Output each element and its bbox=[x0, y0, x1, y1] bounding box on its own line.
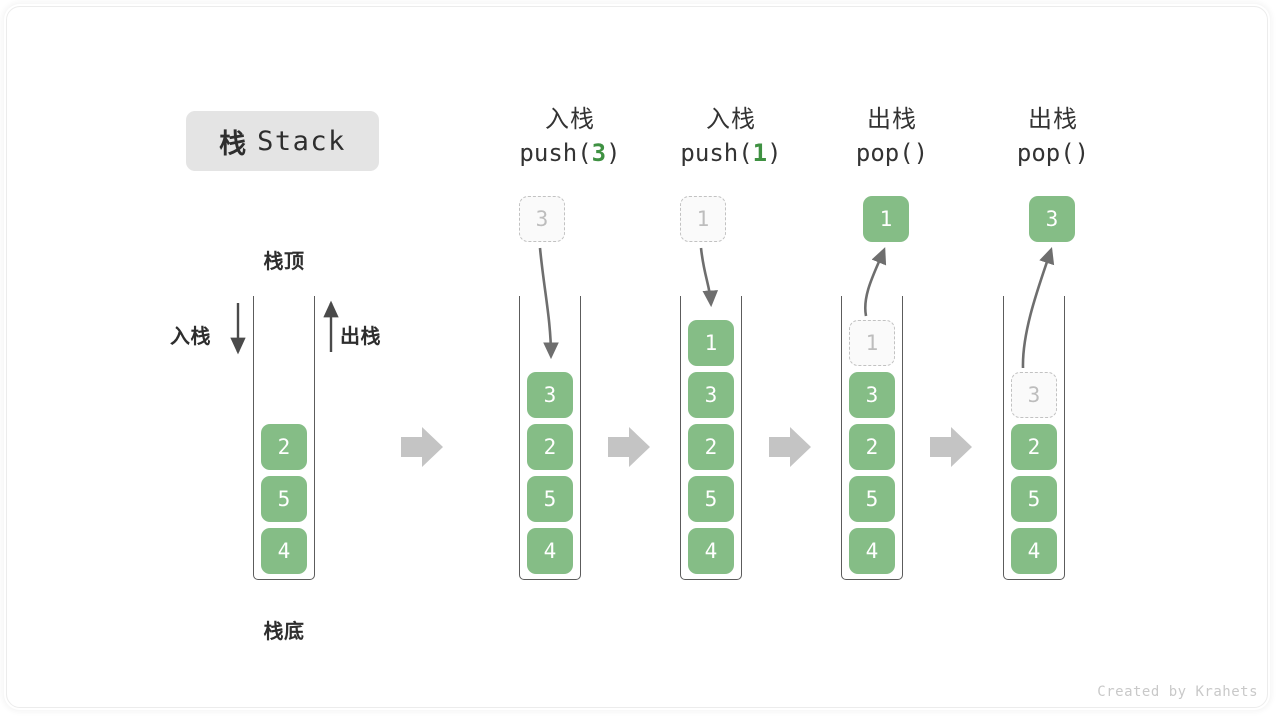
stack-bottom-label: 栈底 bbox=[263, 621, 305, 643]
column-header-pop-1: 出栈 pop() bbox=[807, 105, 977, 171]
stack-top-label: 栈顶 bbox=[263, 251, 305, 273]
title-badge: 栈 Stack bbox=[186, 111, 379, 171]
header-op-suffix: ) bbox=[913, 139, 929, 167]
stack-container-push-3 bbox=[519, 296, 581, 580]
header-op-arg: 1 bbox=[752, 139, 768, 167]
column-header-push-3: 入栈 push(3) bbox=[485, 105, 655, 171]
stack-cell: 4 bbox=[1011, 528, 1057, 574]
stack-cell: 3 bbox=[688, 372, 734, 418]
header-op-suffix: ) bbox=[606, 139, 621, 167]
stack-cell: 3 bbox=[849, 372, 895, 418]
header-op-prefix: pop( bbox=[1016, 139, 1075, 167]
floating-cell-ghost: 3 bbox=[519, 196, 565, 242]
stack-container-pop-3 bbox=[1003, 296, 1065, 580]
floating-cell-ghost: 1 bbox=[680, 196, 726, 242]
title-cn: 栈 bbox=[219, 128, 248, 159]
stack-cell-ghost: 1 bbox=[849, 320, 895, 366]
stack-cell: 5 bbox=[1011, 476, 1057, 522]
header-cn: 出栈 bbox=[867, 106, 917, 133]
stack-cell: 2 bbox=[261, 424, 307, 470]
header-op: push(1) bbox=[646, 135, 816, 171]
column-header-pop-3: 出栈 pop() bbox=[968, 105, 1138, 171]
header-op: pop() bbox=[968, 135, 1138, 171]
column-header-push-1: 入栈 push(1) bbox=[646, 105, 816, 171]
header-op-suffix: ) bbox=[767, 139, 782, 167]
stack-cell: 1 bbox=[688, 320, 734, 366]
header-cn: 出栈 bbox=[1028, 106, 1078, 133]
header-op-arg: 3 bbox=[591, 139, 607, 167]
stack-cell: 2 bbox=[527, 424, 573, 470]
stack-cell: 5 bbox=[527, 476, 573, 522]
pop-side-label: 出栈 bbox=[340, 326, 381, 348]
stack-cell-ghost: 3 bbox=[1011, 372, 1057, 418]
stack-cell: 5 bbox=[849, 476, 895, 522]
header-cn: 入栈 bbox=[706, 106, 756, 133]
title-en: Stack bbox=[257, 125, 346, 157]
stack-container-push-1 bbox=[680, 296, 742, 580]
stack-cell: 2 bbox=[849, 424, 895, 470]
stack-container-initial bbox=[253, 296, 315, 580]
header-op-prefix: pop( bbox=[855, 139, 914, 167]
stack-cell: 4 bbox=[527, 528, 573, 574]
stack-cell: 2 bbox=[1011, 424, 1057, 470]
header-op-suffix: ) bbox=[1074, 139, 1090, 167]
stack-cell: 5 bbox=[261, 476, 307, 522]
stack-container-pop-1 bbox=[841, 296, 903, 580]
stack-cell: 4 bbox=[849, 528, 895, 574]
floating-cell-popped: 3 bbox=[1029, 196, 1075, 242]
stack-cell: 5 bbox=[688, 476, 734, 522]
header-cn: 入栈 bbox=[545, 106, 595, 133]
header-op: push(3) bbox=[485, 135, 655, 171]
push-side-label: 入栈 bbox=[170, 326, 211, 348]
header-op: pop() bbox=[807, 135, 977, 171]
stack-cell: 2 bbox=[688, 424, 734, 470]
header-op-prefix: push( bbox=[680, 139, 753, 167]
stack-cell: 4 bbox=[261, 528, 307, 574]
header-op-prefix: push( bbox=[519, 139, 592, 167]
floating-cell-popped: 1 bbox=[863, 196, 909, 242]
stack-cell: 4 bbox=[688, 528, 734, 574]
credit-text: Created by Krahets bbox=[1097, 684, 1258, 700]
stack-cell: 3 bbox=[527, 372, 573, 418]
